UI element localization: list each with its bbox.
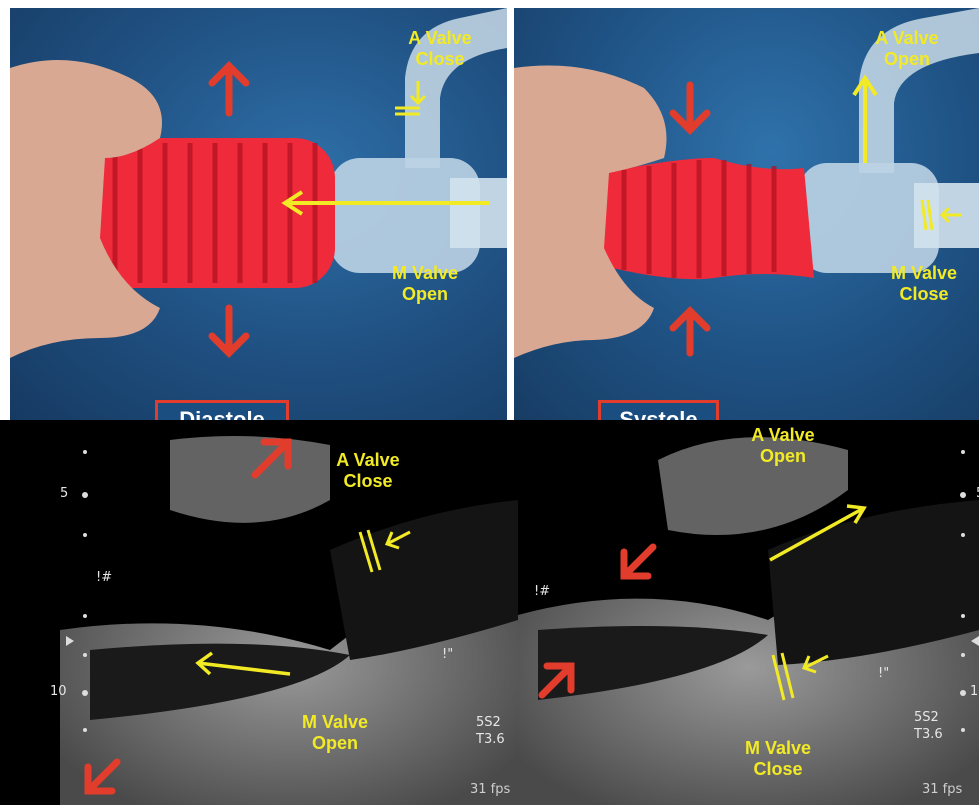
chamber-label-2: !" — [442, 647, 453, 662]
diastole-echo-scene — [0, 420, 518, 805]
compress-down-arrow-icon — [673, 85, 707, 130]
chamber-label-1: !# — [534, 584, 550, 599]
probe-label: 5S2 — [476, 715, 501, 730]
expand-down-arrow-icon — [212, 308, 246, 353]
connector-outlet-icon — [450, 178, 507, 248]
probe-label: 5S2 — [914, 710, 939, 725]
wall-arrow-icon — [624, 547, 653, 576]
frame-rate-label: 31 fps — [922, 782, 962, 797]
setting-label: T3.6 — [914, 727, 943, 742]
chamber-label-2: !" — [878, 666, 889, 681]
depth-5-label: 5 — [60, 486, 68, 501]
chamber-label-1: !# — [96, 570, 112, 585]
depth-10-label: 10 — [50, 684, 67, 699]
setting-label: T3.6 — [476, 732, 505, 747]
compress-up-arrow-icon — [673, 311, 707, 353]
expand-up-arrow-icon — [212, 66, 246, 113]
aortic-wall-region — [170, 436, 330, 523]
frame-rate-label: 31 fps — [470, 782, 510, 797]
depth-10-label: 10 — [970, 684, 979, 699]
